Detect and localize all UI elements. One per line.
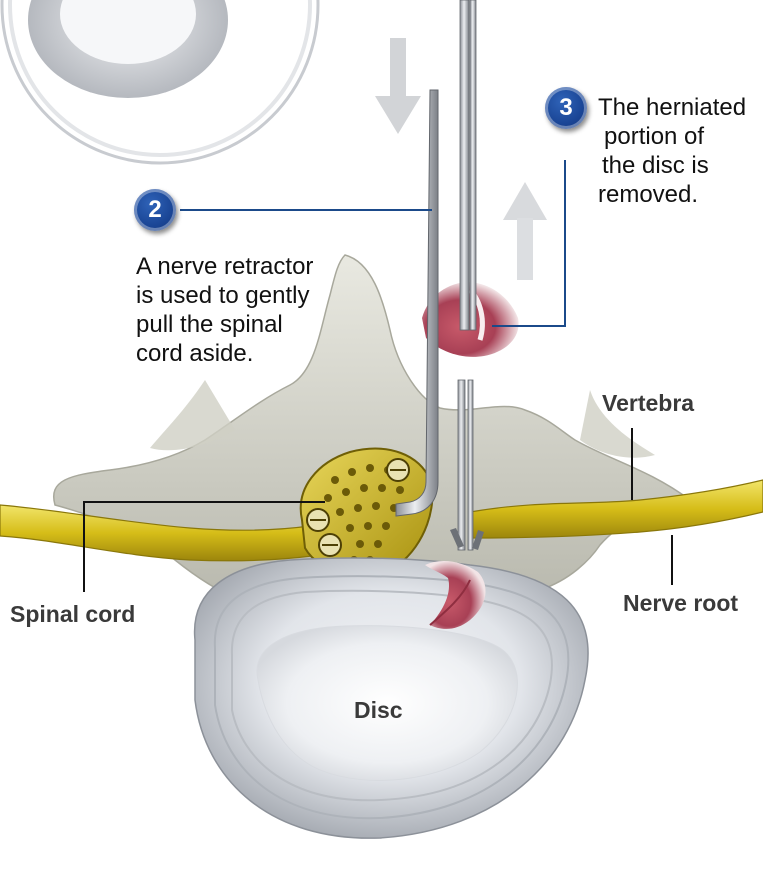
label-spinal-cord: Spinal cord [10,601,135,628]
down-arrow-icon [375,38,421,134]
label-disc: Disc [354,697,403,724]
step-2-line: is used to gently [136,281,313,310]
step-2-line: cord aside. [136,339,313,368]
step-3-line: the disc is [598,151,746,180]
step-3-badge: 3 [545,87,587,129]
label-nerve-root: Nerve root [623,590,738,617]
label-vertebra: Vertebra [602,390,694,417]
step-3-description: The herniated portion of the disc is rem… [598,93,746,209]
step-2-badge: 2 [134,189,176,231]
step-3-line: The herniated [598,93,746,122]
up-arrow-icon [503,182,547,280]
step-2-description: A nerve retractor is used to gently pull… [136,252,313,368]
step-2-line: A nerve retractor [136,252,313,281]
step-3-line: portion of [598,122,746,151]
inset-detail-circle [2,0,318,163]
step-3-line: removed. [598,180,746,209]
step-2-line: pull the spinal [136,310,313,339]
